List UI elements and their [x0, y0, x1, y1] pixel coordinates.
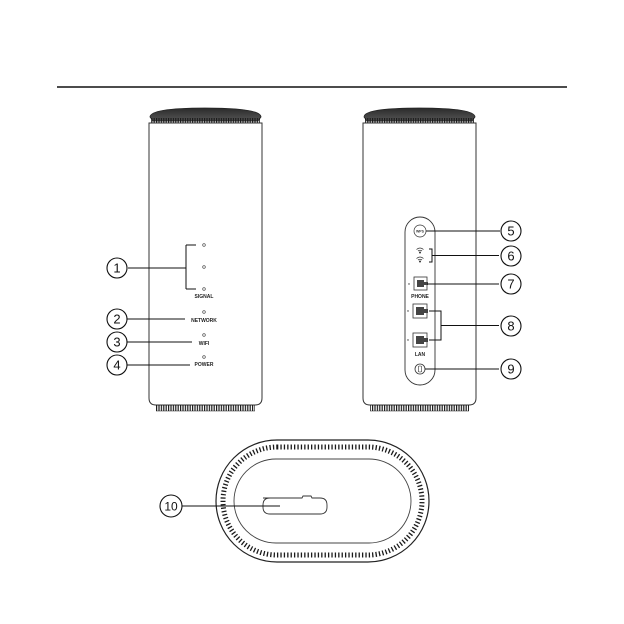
lan-label: LAN — [415, 352, 426, 358]
callout-9: 9 — [501, 359, 521, 379]
svg-text:6: 6 — [507, 249, 514, 264]
svg-text:9: 9 — [507, 362, 514, 377]
callout-6: 6 — [501, 246, 521, 266]
callout-10: 10 — [160, 495, 182, 517]
power-connector — [415, 364, 425, 374]
router-front-view: SIGNAL NETWORK WIFI POWER — [149, 108, 262, 411]
callout-3: 3 — [107, 332, 127, 352]
svg-text:5: 5 — [507, 224, 514, 239]
router-back-view: WPS PHONE — [363, 108, 476, 411]
bottom-label-slot — [263, 496, 327, 514]
svg-text:4: 4 — [113, 358, 120, 373]
power-label: POWER — [195, 362, 214, 368]
callout-5: 5 — [501, 221, 521, 241]
svg-text:2: 2 — [113, 312, 120, 327]
network-label: NETWORK — [191, 318, 217, 324]
callout-4: 4 — [107, 355, 127, 375]
rear-port-panel — [405, 217, 435, 385]
callout-7: 7 — [501, 274, 521, 294]
wps-button-label: WPS — [416, 229, 425, 233]
wifi-label: WIFI — [199, 341, 210, 347]
router-bottom-view — [216, 440, 429, 562]
svg-text:3: 3 — [113, 335, 120, 350]
svg-text:1: 1 — [113, 261, 120, 276]
svg-text:8: 8 — [507, 319, 514, 334]
svg-text:7: 7 — [507, 277, 514, 292]
signal-label: SIGNAL — [195, 294, 214, 300]
callout-2: 2 — [107, 309, 127, 329]
phone-label: PHONE — [411, 294, 429, 300]
callout-8: 8 — [501, 316, 521, 336]
callout-1: 1 — [107, 258, 127, 278]
svg-text:10: 10 — [164, 500, 178, 514]
